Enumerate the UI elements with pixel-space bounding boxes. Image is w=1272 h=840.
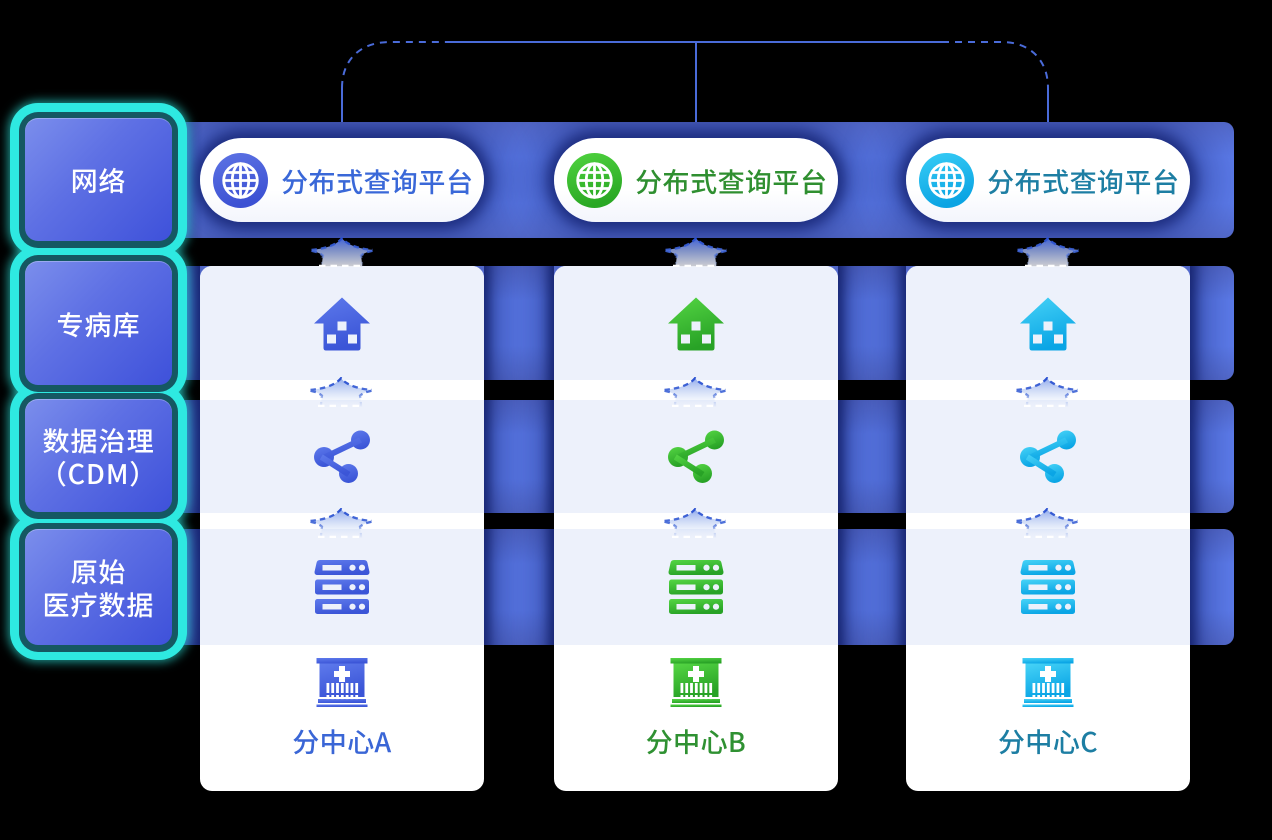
sidebar-item-network: 网络 [25,118,172,241]
share-icon [1020,430,1076,483]
platform-pill-label: 分布式查询平台 [987,160,1180,200]
branch-center-label: 分中心A [292,721,392,760]
platform-pill-c: 分布式查询平台 [906,138,1190,222]
row-tint-cdm [906,400,1190,513]
row-tint-cdm [200,400,484,513]
sidebar-label-line1: 原始 [70,551,127,590]
sidebar-label-line1: 数据治理 [42,419,155,459]
sidebar-label-line2: 医疗数据 [42,584,155,623]
up-arrow-icon [664,237,728,267]
share-icon [668,430,724,483]
globe-icon [567,152,622,208]
up-arrow-icon [663,377,727,407]
up-arrow-icon [1015,377,1079,407]
sidebar-item-disease-db: 专病库 [25,261,172,385]
up-arrow-icon [309,377,373,407]
up-arrow-icon [309,508,373,538]
hospital-icon [670,658,722,707]
home-icon [668,297,724,351]
server-icon [668,560,724,614]
platform-pill-label: 分布式查询平台 [635,160,828,200]
sidebar-label: 专病库 [56,303,141,343]
up-arrow-icon [663,508,727,538]
share-icon [314,430,370,483]
up-arrow-icon [1016,237,1080,267]
sidebar-item-raw-data: 原始 医疗数据 [25,529,172,645]
sidebar-item-cdm: 数据治理 （CDM） [25,399,172,512]
branch-center-label: 分中心B [645,721,747,760]
connector-right-arc [942,41,1049,89]
up-arrow-icon [310,237,374,267]
globe-icon [919,152,974,208]
globe-icon [213,152,268,208]
branch-center-label: 分中心C [997,721,1099,760]
hospital-icon [1022,658,1074,707]
platform-pill-label: 分布式查询平台 [281,160,474,200]
server-icon [1020,560,1076,614]
platform-pill-a: 分布式查询平台 [200,138,484,222]
home-icon [314,297,370,351]
up-arrow-icon [1015,508,1079,538]
server-icon [314,560,370,614]
sidebar-label: 网络 [70,160,127,199]
sidebar-label-line2: （CDM） [39,452,158,492]
home-icon [1020,297,1076,351]
row-tint-cdm [554,400,838,513]
top-connector-lines [341,41,1049,122]
platform-pill-b: 分布式查询平台 [554,138,838,222]
connector-left-arc [341,41,450,89]
hospital-icon [316,658,368,707]
